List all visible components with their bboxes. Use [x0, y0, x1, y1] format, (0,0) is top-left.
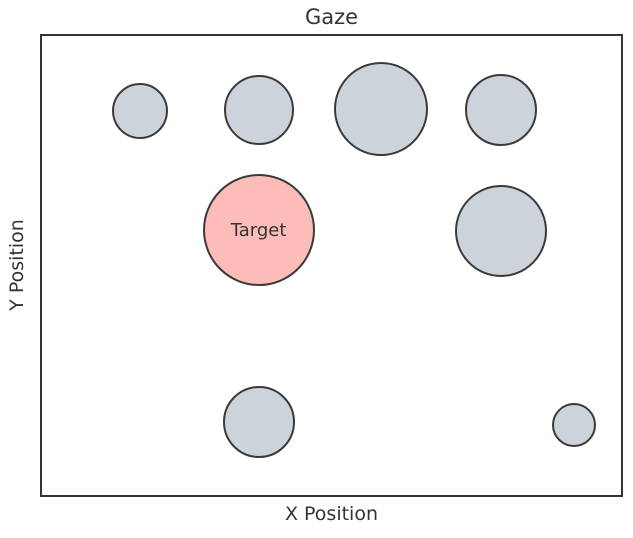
y-axis-label: Y Position: [6, 219, 28, 311]
plot-area: Target: [40, 34, 623, 497]
target-bubble: Target: [202, 174, 315, 287]
gaze-bubble: [223, 75, 294, 146]
target-bubble-label: Target: [230, 219, 287, 241]
gaze-bubble: [222, 385, 295, 458]
chart-title: Gaze: [304, 5, 359, 29]
gaze-bubble: [551, 402, 596, 447]
gaze-bubble: [454, 185, 547, 278]
x-axis-label: X Position: [284, 503, 379, 525]
gaze-bubble: [112, 83, 169, 140]
gaze-bubble: [333, 62, 428, 157]
gaze-bubble: [464, 74, 537, 147]
